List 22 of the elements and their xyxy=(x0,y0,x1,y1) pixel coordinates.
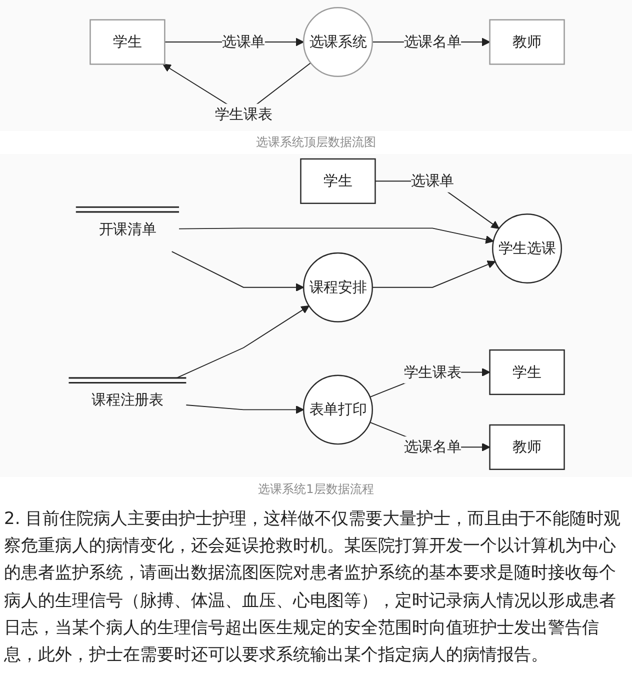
edge-label: 选课名单 xyxy=(403,33,461,50)
edge-label: 选课单 xyxy=(410,172,454,190)
arrow xyxy=(170,251,304,292)
edge-label: 学生课表 xyxy=(214,106,272,123)
edge-label: 学生课表 xyxy=(403,363,461,381)
node-box: 教师 xyxy=(488,424,564,470)
edge-label: 选课名单 xyxy=(403,438,461,456)
arrow xyxy=(371,260,496,288)
node-box: 学生 xyxy=(89,19,165,65)
arrow xyxy=(185,404,304,414)
edge-label: 选课单 xyxy=(221,33,264,50)
arrow xyxy=(178,228,494,244)
figure-caption: 选课系统顶层数据流图 xyxy=(0,131,632,154)
node-circle: 课程安排 xyxy=(302,252,372,322)
arrow xyxy=(176,305,309,378)
node-circle: 学生选课 xyxy=(492,213,562,284)
node-box: 学生 xyxy=(488,349,564,396)
node-box: 学生 xyxy=(300,158,376,204)
question-paragraph: 2. 目前住院病人主要由护士护理，这样做不仅需要大量护士，而且由于不能随时观察危重病人的病情变化，还会延误抢救时机。某医院打算开发一个以计算机为中心的患者监护系统，请画出数据流图医院对患者监护系统的基本要求是随时接收每个病人的生理信号（脉搏、体温、血压、心电图等），定时记录病人情况以形成患者日志，当某个病人的生理信号超出医生规定的安全范围时向值班护士发出警告信息，此外，护士在需要时还可以要求系统输出某个指定病人的病情报告。 xyxy=(3,508,622,667)
node-circle: 选课系统 xyxy=(302,7,372,77)
node-circle: 表单打印 xyxy=(302,374,372,445)
node-box: 教师 xyxy=(488,19,564,65)
